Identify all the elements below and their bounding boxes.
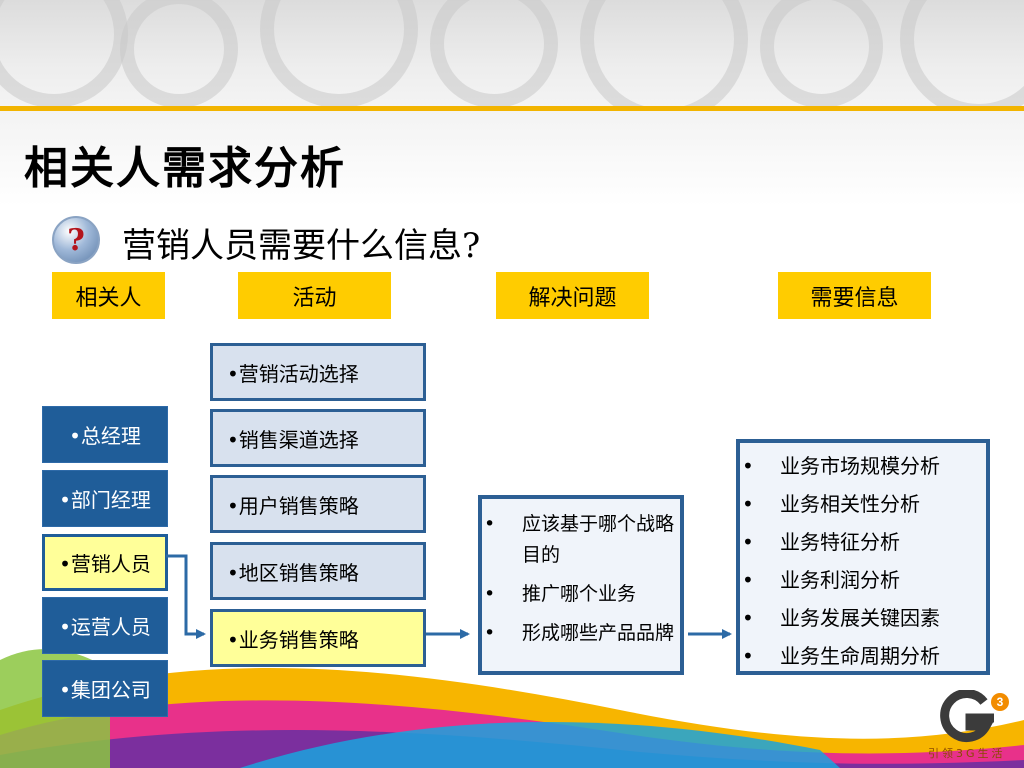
info-item: 业务利润分析 (740, 561, 982, 599)
stakeholder-department-manager[interactable]: •部门经理 (42, 470, 168, 527)
problem-item: 应该基于哪个战略目的 (482, 509, 676, 571)
g3-logo-icon: 3 (940, 690, 1009, 743)
stakeholder-group-company[interactable]: •集团公司 (42, 660, 168, 717)
arrow-stakeholder-to-activity (166, 554, 206, 639)
problems-box: 应该基于哪个战略目的 推广哪个业务 形成哪些产品品牌 (478, 495, 684, 675)
logo-tagline: 引领3G生活 (928, 747, 1006, 760)
info-item: 业务发展关键因素 (740, 599, 982, 637)
info-needed-box: 业务市场规模分析 业务相关性分析 业务特征分析 业务利润分析 业务发展关键因素 … (736, 439, 990, 675)
activity-channel-selection[interactable]: •销售渠道选择 (210, 409, 426, 467)
page-title: 相关人需求分析 (24, 143, 346, 194)
page-subtitle: 营销人员需要什么信息? (122, 226, 481, 266)
info-item: 业务特征分析 (740, 523, 982, 561)
svg-text:3: 3 (997, 695, 1004, 709)
stakeholder-marketing-staff[interactable]: •营销人员 (42, 534, 168, 591)
bottom-wave-decoration (0, 649, 1024, 768)
stakeholder-operations-staff[interactable]: •运营人员 (42, 597, 168, 654)
header-background (0, 0, 1024, 108)
stakeholder-general-manager[interactable]: •总经理 (42, 406, 168, 463)
problem-item: 形成哪些产品品牌 (482, 618, 676, 649)
problem-item: 推广哪个业务 (482, 579, 676, 610)
gold-divider (0, 106, 1024, 111)
info-item: 业务相关性分析 (740, 485, 982, 523)
activity-campaign-selection[interactable]: •营销活动选择 (210, 343, 426, 401)
header-problems: 解决问题 (496, 272, 649, 319)
header-stakeholders: 相关人 (52, 272, 165, 319)
activity-region-strategy[interactable]: •地区销售策略 (210, 542, 426, 600)
title-band (0, 111, 1024, 206)
header-activities: 活动 (238, 272, 391, 319)
activity-user-strategy[interactable]: •用户销售策略 (210, 475, 426, 533)
activity-business-strategy[interactable]: •业务销售策略 (210, 609, 426, 667)
info-item: 业务市场规模分析 (740, 447, 982, 485)
info-item: 业务生命周期分析 (740, 637, 982, 675)
header-info-needed: 需要信息 (778, 272, 931, 319)
question-icon: ? (52, 216, 100, 264)
